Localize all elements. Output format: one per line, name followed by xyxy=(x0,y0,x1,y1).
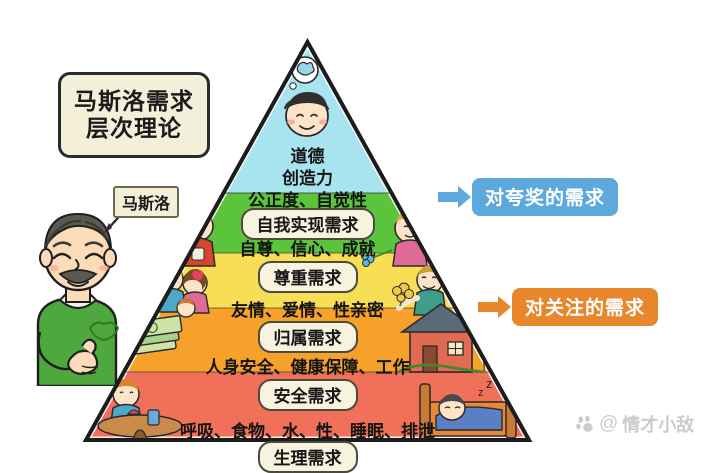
title-line-1: 马斯洛需求 xyxy=(74,87,194,114)
cartoon-sleeping-person: z z xyxy=(419,376,517,440)
cartoon-belonging-family xyxy=(155,264,210,318)
maslow-name-tag: 马斯洛 xyxy=(113,186,180,218)
baidu-paw-icon xyxy=(576,415,593,432)
svg-text:z: z xyxy=(486,376,493,391)
callout-praise-label: 对夸奖的需求 xyxy=(472,178,619,216)
level-label-self-actualization: 自我实现需求 xyxy=(240,208,375,240)
arrow-right-orange-icon xyxy=(478,296,511,318)
maslow-hierarchy-infographic: z z 道德 创造力 公正度、自觉性 自我实现需求 自尊、信心、成就 尊重需求 … xyxy=(36,37,695,473)
cartoon-thinking-boy xyxy=(283,56,330,137)
level-label-esteem: 尊重需求 xyxy=(257,261,358,293)
arrow-right-blue-icon xyxy=(438,186,471,208)
watermark-handle: 情才小敌 xyxy=(622,415,695,435)
title-line-2: 层次理论 xyxy=(86,115,182,141)
watermark: @ 情才小敌 xyxy=(576,411,694,437)
level-label-belonging: 归属需求 xyxy=(257,321,358,353)
maslow-portrait-illustration xyxy=(36,212,120,386)
callout-praise: 对夸奖的需求 xyxy=(438,178,619,216)
callout-attention: 对关注的需求 xyxy=(478,288,659,326)
callout-attention-label: 对关注的需求 xyxy=(512,288,659,326)
pyramid-outline xyxy=(82,37,533,442)
level-label-physiological: 生理需求 xyxy=(257,441,358,473)
level-label-safety: 安全需求 xyxy=(257,379,358,411)
title-card: 马斯洛需求 层次理论 xyxy=(58,72,210,158)
cartoon-house xyxy=(397,297,504,374)
svg-text:z: z xyxy=(478,387,484,399)
watermark-at-symbol: @ xyxy=(599,413,619,434)
cartoon-eating-boy xyxy=(97,379,183,440)
